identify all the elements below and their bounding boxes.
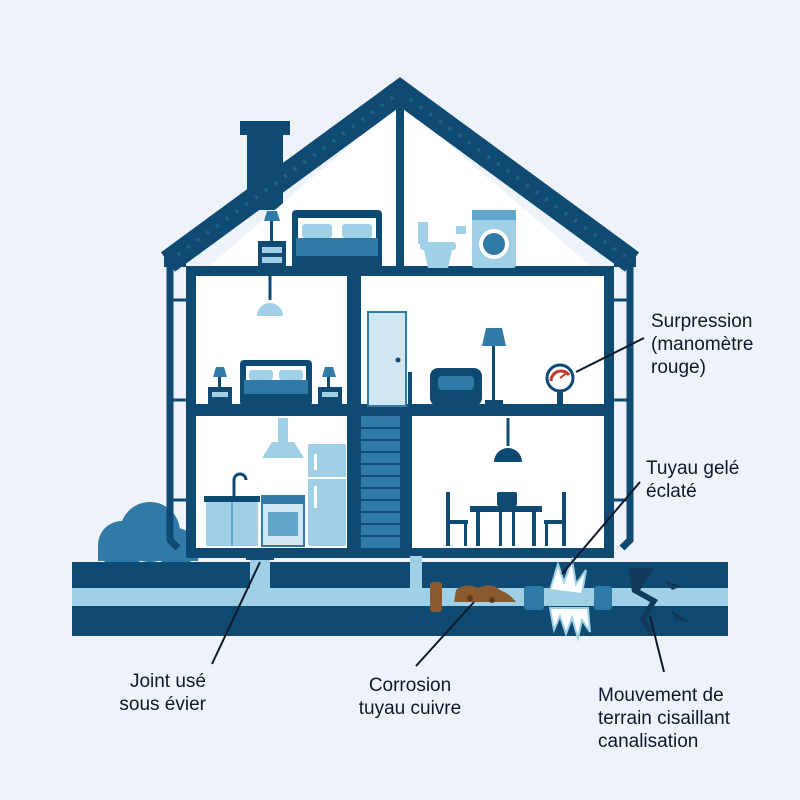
washing-machine-icon: [472, 210, 516, 268]
chair-icon: [446, 492, 468, 546]
refrigerator-icon: [308, 444, 346, 546]
corrosion-icon: [430, 582, 516, 612]
leader-line-corrosion: [415, 601, 475, 667]
leader-line-ground-movement: [649, 615, 665, 673]
label-line: Surpression: [651, 311, 753, 332]
label-line: terrain cisaillant: [598, 708, 730, 729]
label-corrosion: Corrosion tuyau cuivre: [340, 674, 480, 720]
ceiling-lamp-icon: [494, 418, 522, 462]
chair-icon: [497, 492, 517, 546]
label-line: sous évier: [119, 694, 206, 715]
bush-icon: [98, 502, 198, 569]
leader-line-overpressure: [575, 337, 645, 373]
floor-lamp-icon: [482, 328, 506, 405]
staircase-icon: [361, 416, 400, 548]
range-hood-icon: [262, 418, 304, 458]
label-overpressure: Surpression (manomètre rouge): [651, 310, 753, 379]
bed-icon: [292, 210, 382, 270]
label-line: éclaté: [646, 481, 697, 502]
label-line: (manomètre: [651, 334, 754, 355]
leader-line-frozen-pipe: [561, 481, 641, 575]
leader-lines: [211, 337, 665, 673]
label-line: Corrosion: [368, 675, 452, 696]
house-walls: [186, 266, 614, 558]
ceiling-lamp-icon: [257, 276, 283, 316]
label-line: Joint usé: [129, 671, 206, 692]
pressure-gauge-icon: [545, 363, 575, 404]
bed-icon: [240, 360, 312, 406]
chair-icon: [544, 492, 566, 546]
label-line: tuyau cuivre: [358, 698, 462, 719]
label-line: rouge): [651, 357, 706, 378]
toilet-icon: [418, 222, 466, 268]
frozen-burst-icon: [524, 556, 612, 642]
kitchen-sink-icon: [204, 472, 260, 546]
leader-line-worn-joint: [211, 561, 261, 665]
label-line: canalisation: [598, 731, 699, 752]
ground-crack-icon: [628, 568, 690, 636]
armchair-icon: [430, 368, 482, 406]
label-line: Tuyau gelé: [646, 458, 740, 479]
label-line: Mouvement de: [598, 685, 724, 706]
oven-icon: [261, 495, 305, 547]
dining-table-icon: [470, 506, 542, 546]
door-icon: [367, 311, 412, 407]
sewer-pipe-icon: [72, 554, 728, 636]
label-worn-joint: Joint usé sous évier: [96, 670, 206, 716]
label-frozen-pipe: Tuyau gelé éclaté: [646, 457, 739, 503]
roof-finial-icon: [390, 80, 410, 100]
gutter-downpipe-icon: [164, 257, 636, 551]
roof: [160, 77, 640, 272]
nightstand-lamp-icon: [258, 211, 286, 269]
nightstand-lamp-icon: [208, 367, 232, 405]
nightstand-lamp-icon: [318, 367, 342, 405]
label-ground-movement: Mouvement de terrain cisaillant canalisa…: [598, 684, 730, 753]
